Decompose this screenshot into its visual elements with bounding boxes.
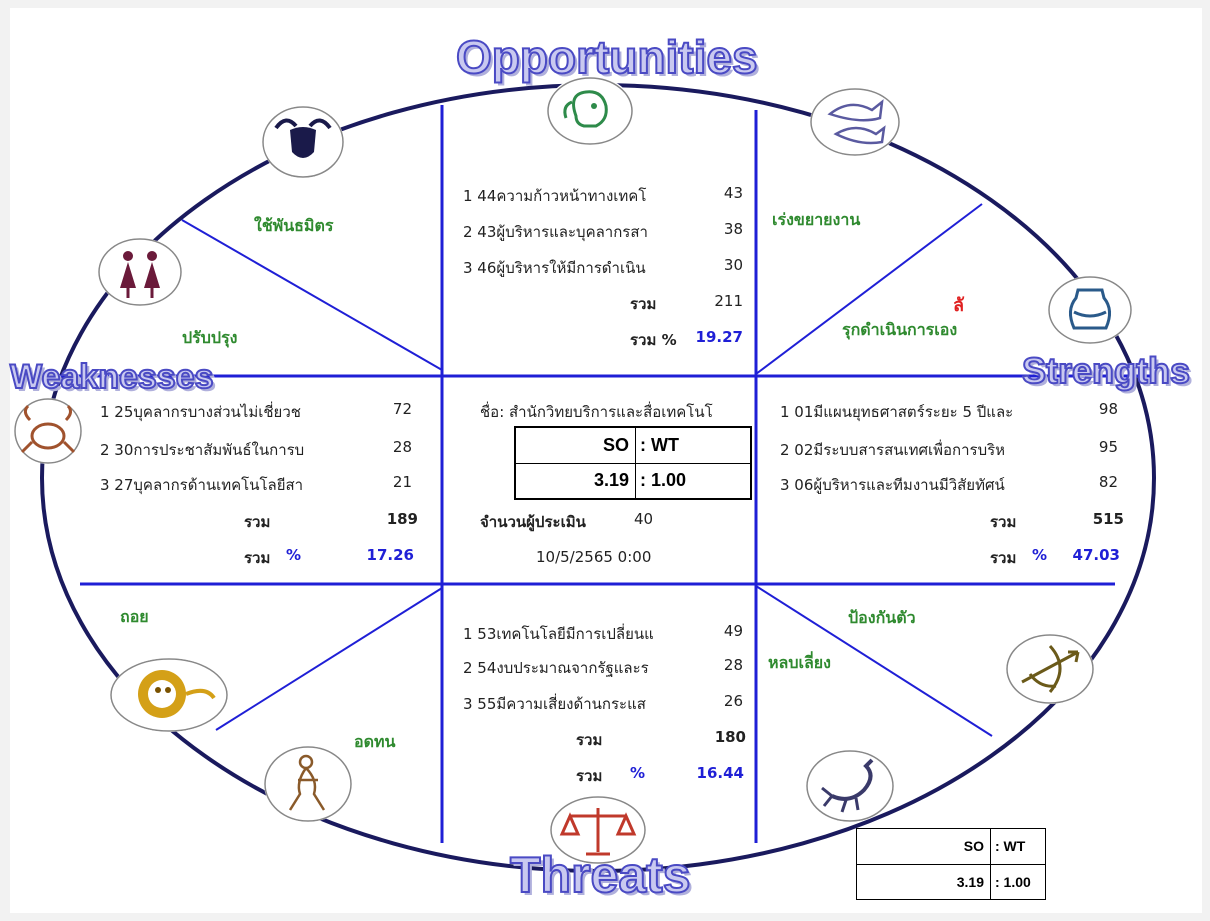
- total-label: รวม: [576, 731, 603, 749]
- label-aggressive: รุกดำเนินการเอง: [842, 320, 958, 339]
- label-endure: อดทน: [354, 732, 396, 751]
- taurus-icon: [262, 106, 344, 178]
- evaluators-label: จำนวนผู้ประเมิน: [480, 513, 586, 531]
- percent-sign: %: [1032, 546, 1048, 564]
- total-label: รวม: [630, 295, 657, 313]
- percent-value: 47.03: [1072, 546, 1120, 564]
- list-item-value: 95: [1098, 438, 1118, 456]
- percent-label: รวม: [576, 767, 603, 785]
- summary-head-left: SO: [856, 828, 991, 865]
- list-item-value: 26: [723, 692, 743, 710]
- total-value: 211: [714, 292, 743, 310]
- list-item: 3 06ผู้บริหารและทีมงานมีวิสัยทัศน์: [780, 476, 1005, 494]
- leo-icon: [110, 658, 228, 732]
- label-avoid: หลบเลี่ยง: [768, 653, 831, 672]
- label-expand: เร่งขยายงาน: [772, 210, 861, 229]
- pisces-icon: [810, 88, 900, 156]
- list-item-value: 21: [392, 473, 412, 491]
- ratio-head-left: SO: [514, 426, 636, 464]
- percent-sign: %: [630, 764, 646, 782]
- list-item-value: 98: [1098, 400, 1118, 418]
- scorpio-icon: [806, 750, 894, 822]
- evaluation-datetime: 10/5/2565 0:00: [536, 548, 652, 566]
- virgo-icon: [264, 746, 352, 822]
- list-item-value: 43: [723, 184, 743, 202]
- total-value: 180: [714, 728, 746, 746]
- list-item: 2 54งบประมาณจากรัฐและร: [463, 659, 649, 677]
- ratio-head-right: : WT: [635, 426, 752, 464]
- swot-canvas: Opportunities Weaknesses Strengths Threa…: [9, 8, 1202, 913]
- list-item: 1 25บุคลากรบางส่วนไม่เชี่ยวช: [100, 403, 301, 421]
- ratio-val-right: : 1.00: [635, 462, 752, 500]
- percent-sign: %: [286, 546, 302, 564]
- label-aggressive-mark: ลั: [953, 295, 965, 316]
- percent-value: 16.44: [696, 764, 744, 782]
- label-defend: ป้องกันตัว: [848, 608, 916, 627]
- percent-value: 19.27: [695, 328, 743, 346]
- list-item: 3 55มีความเสี่ยงด้านกระแส: [463, 695, 646, 713]
- aries-icon: [546, 76, 634, 146]
- opportunities-title: Opportunities: [455, 30, 759, 84]
- list-item-value: 49: [723, 622, 743, 640]
- sagittarius-icon: [1006, 634, 1094, 704]
- percent-label: รวม: [244, 549, 271, 567]
- total-value: 189: [386, 510, 418, 528]
- list-item: 2 02มีระบบสารสนเทศเพื่อการบริห: [780, 441, 1006, 459]
- list-item-value: 82: [1098, 473, 1118, 491]
- summary-ratio-table: SO : WT 3.19 : 1.00: [856, 828, 1046, 900]
- list-item: 3 46ผู้บริหารให้มีการดำเนิน: [463, 259, 646, 277]
- percent-label: รวม: [990, 549, 1017, 567]
- weaknesses-title: Weaknesses: [9, 357, 215, 397]
- total-label: รวม: [244, 513, 271, 531]
- summary-val-right: : 1.00: [990, 863, 1046, 900]
- strengths-title: Strengths: [1021, 349, 1191, 392]
- percent-value: 17.26: [366, 546, 414, 564]
- list-item: 2 30การประชาสัมพันธ์ในการบ: [100, 441, 305, 459]
- list-item-value: 28: [392, 438, 412, 456]
- list-item: 1 01มีแผนยุทธศาสตร์ระยะ 5 ปีและ: [780, 403, 1014, 421]
- evaluators-count: 40: [634, 510, 654, 528]
- list-item-value: 28: [723, 656, 743, 674]
- total-value: 515: [1092, 510, 1124, 528]
- list-item-value: 72: [392, 400, 412, 418]
- list-item-value: 38: [723, 220, 743, 238]
- list-item: 1 44ความก้าวหน้าทางเทคโ: [463, 187, 647, 205]
- summary-head-right: : WT: [990, 828, 1046, 865]
- total-label: รวม: [990, 513, 1017, 531]
- summary-val-left: 3.19: [856, 863, 991, 900]
- libra-icon: [550, 796, 646, 864]
- org-name: ชื่อ: สำนักวิทยบริการและสื่อเทคโนโ: [480, 403, 713, 421]
- center-ratio-table: SO : WT 3.19 : 1.00: [514, 426, 752, 500]
- diagonal-bottom-left: [215, 587, 443, 731]
- label-retreat: ถอย: [120, 607, 149, 626]
- percent-label: รวม %: [630, 331, 677, 349]
- list-item: 2 43ผู้บริหารและบุคลากรสา: [463, 223, 648, 241]
- list-item-value: 30: [723, 256, 743, 274]
- ratio-val-left: 3.19: [514, 462, 636, 500]
- label-use-alliance: ใช้พันธมิตร: [254, 216, 334, 235]
- list-item: 3 27บุคลากรด้านเทคโนโลยีสา: [100, 476, 304, 494]
- diagonal-top-left: [181, 219, 443, 371]
- list-item: 1 53เทคโนโลยีมีการเปลี่ยนแ: [463, 625, 654, 643]
- diagonal-bottom-right: [755, 585, 993, 737]
- cancer-icon: [14, 398, 82, 464]
- label-improve: ปรับปรุง: [182, 328, 238, 347]
- diagonal-top-right: [755, 203, 983, 375]
- gemini-icon: [98, 238, 182, 306]
- aquarius-icon: [1048, 276, 1132, 344]
